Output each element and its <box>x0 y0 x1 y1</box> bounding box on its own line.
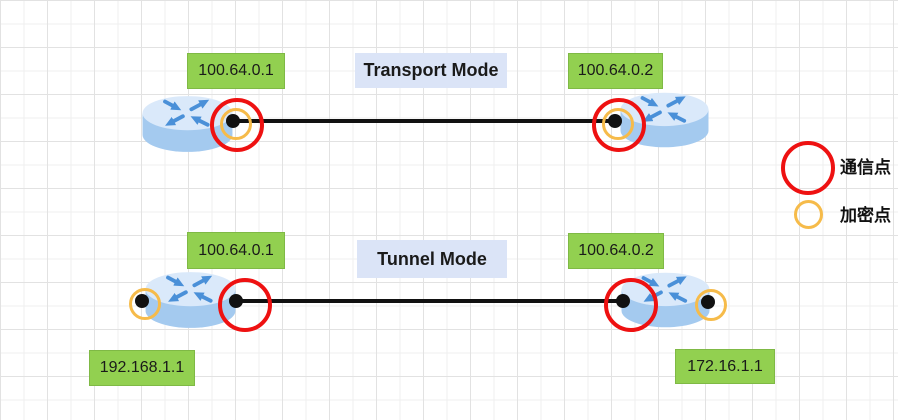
transport-link-line <box>233 119 615 123</box>
legend-communication-point-icon[interactable] <box>781 141 835 195</box>
ip-label-tunnel-right-public[interactable]: 100.64.0.2 <box>568 233 664 269</box>
legend-encryption-point-label[interactable]: 加密点 <box>840 206 891 225</box>
communication-point-icon[interactable] <box>210 98 264 152</box>
endpoint-dot-icon <box>701 295 715 309</box>
ip-label-transport-left[interactable]: 100.64.0.1 <box>187 53 285 89</box>
encryption-point-icon[interactable] <box>220 108 252 140</box>
ip-label-transport-right[interactable]: 100.64.0.2 <box>568 53 663 89</box>
transport-mode-title[interactable]: Transport Mode <box>355 53 507 88</box>
tunnel-mode-title[interactable]: Tunnel Mode <box>357 240 507 278</box>
communication-point-icon[interactable] <box>604 278 658 332</box>
legend-encryption-point-icon[interactable] <box>794 200 823 229</box>
ip-label-tunnel-left-public[interactable]: 100.64.0.1 <box>187 232 285 269</box>
router-icon[interactable] <box>141 93 234 155</box>
communication-point-icon[interactable] <box>218 278 272 332</box>
encryption-point-icon[interactable] <box>129 288 161 320</box>
router-icon[interactable] <box>144 268 237 332</box>
router-arrows-icon <box>166 275 213 303</box>
ip-label-tunnel-left-private[interactable]: 192.168.1.1 <box>89 350 195 386</box>
router-arrows-icon <box>640 96 687 123</box>
tunnel-link-line <box>236 299 623 303</box>
communication-point-icon[interactable] <box>592 98 646 152</box>
encryption-point-icon[interactable] <box>695 289 727 321</box>
legend-communication-point-label[interactable]: 通信点 <box>840 158 891 177</box>
router-arrows-icon <box>163 99 210 127</box>
endpoint-dot-icon <box>608 114 622 128</box>
endpoint-dot-icon <box>226 114 240 128</box>
encryption-point-icon[interactable] <box>602 108 634 140</box>
ip-label-tunnel-right-private[interactable]: 172.16.1.1 <box>675 349 775 384</box>
endpoint-dot-icon <box>616 294 630 308</box>
endpoint-dot-icon <box>135 294 149 308</box>
endpoint-dot-icon <box>229 294 243 308</box>
